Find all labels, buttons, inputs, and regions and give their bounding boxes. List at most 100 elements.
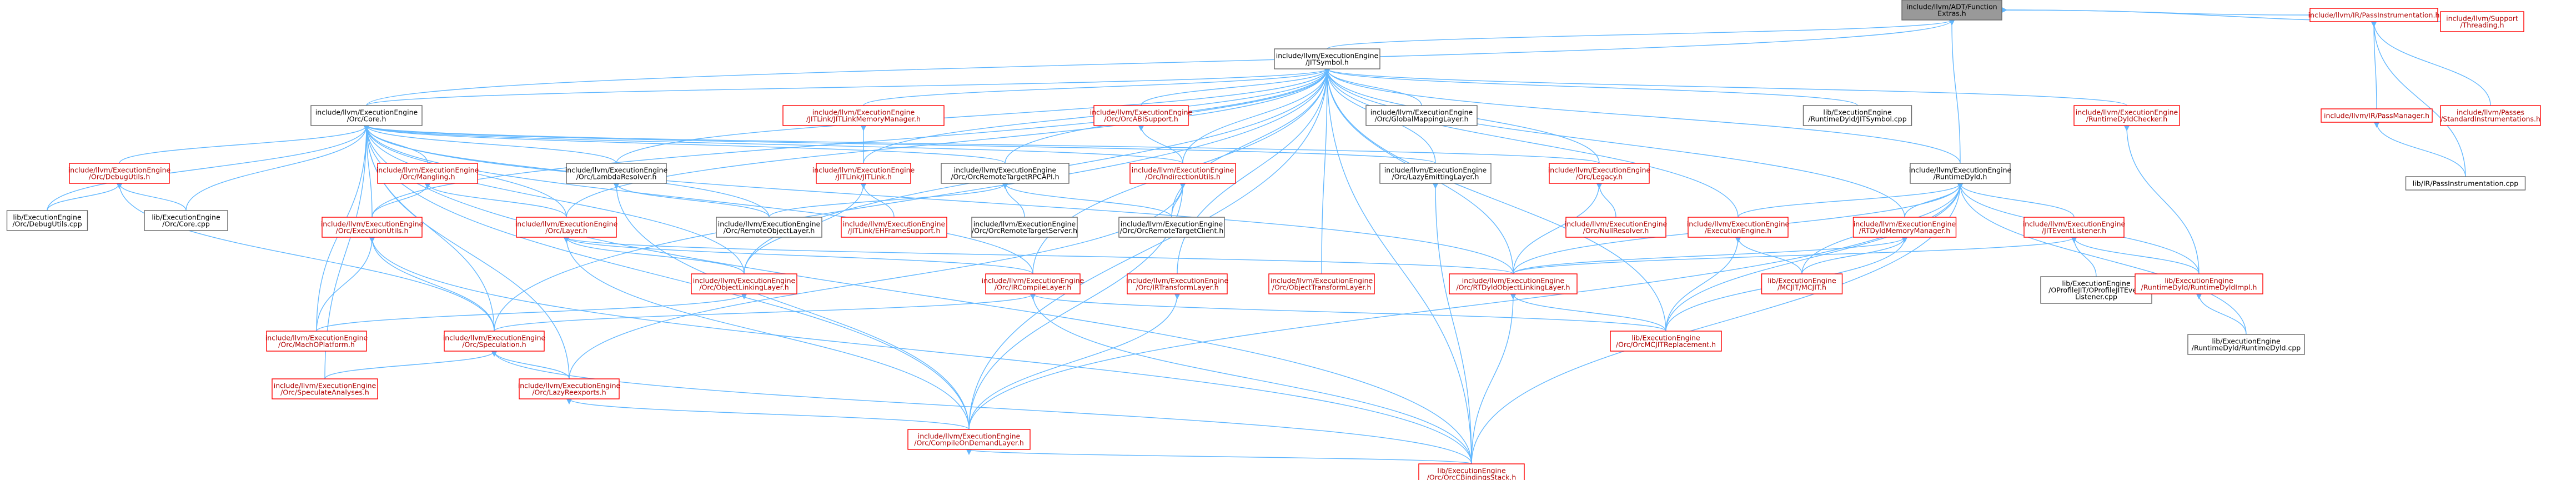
node-rts[interactable]: include/llvm/ExecutionEngine/Orc/OrcRemo… [971,217,1078,238]
node-omcjit[interactable]: lib/ExecutionEngine/Orc/OrcMCJITReplacem… [1610,331,1722,352]
edge-rtdl-to-omcjit [1510,293,1666,332]
node-irt[interactable]: include/llvm/ExecutionEngine/Orc/IRTrans… [1126,273,1229,294]
node-label-line: /Orc/IRTransformLayer.h [1136,283,1218,292]
node-thr[interactable]: include/llvm/Support/Threading.h [2440,11,2524,32]
node-olll[interactable]: include/llvm/ExecutionEngine/Orc/ObjectL… [691,273,797,294]
node-pm[interactable]: include/llvm/IR/PassManager.h [2321,108,2433,123]
node-dbg[interactable]: include/llvm/ExecutionEngine/Orc/DebugUt… [68,163,171,184]
edge-dbg-to-dbgcpp [47,182,123,211]
node-rd[interactable]: include/llvm/ExecutionEngine/RuntimeDyld… [1909,163,2012,184]
node-label-line: /Orc/DebugUtils.h [89,173,150,181]
node-jitmm[interactable]: include/llvm/ExecutionEngine/JITLink/JIT… [782,105,945,126]
node-lamb[interactable]: include/llvm/ExecutionEngine/Orc/LambdaR… [565,163,668,184]
node-layer[interactable]: include/llvm/ExecutionEngine/Orc/Layer.h [515,217,618,238]
node-box [2440,11,2524,32]
edge-abi-to-ind [1138,124,1183,164]
node-irc[interactable]: include/llvm/ExecutionEngine/Orc/IRCompi… [982,273,1084,294]
node-box [2309,8,2438,22]
node-corecpp[interactable]: lib/ExecutionEngine/Orc/Core.cpp [144,210,228,231]
node-otl[interactable]: include/llvm/ExecutionEngine/Orc/ObjectT… [1268,273,1375,294]
node-macho[interactable]: include/llvm/ExecutionEngine/Orc/MachOPl… [265,331,368,352]
edge-mang-to-layer [424,182,567,218]
node-jsymcpp[interactable]: lib/ExecutionEngine/RuntimeDyld/JITSymbo… [1802,105,1912,126]
node-box [1129,163,1236,184]
node-gml[interactable]: include/llvm/ExecutionEngine/Orc/GlobalM… [1365,105,1478,126]
edge-rdmm-to-mcjith [1801,236,1908,274]
edge-cod-to-ocb [966,448,1472,464]
node-nullr[interactable]: include/llvm/ExecutionEngine/Orc/NullRes… [1565,217,1668,238]
node-box [519,378,620,399]
edge-jit-to-omcjit [1324,68,1666,332]
node-abi[interactable]: include/llvm/ExecutionEngine/Orc/OrcABIS… [1090,105,1193,126]
node-box [272,378,378,399]
node-rtc[interactable]: include/llvm/ExecutionEngine/Orc/OrcRemo… [1118,217,1225,238]
edge-lel-to-ocb [1432,182,1472,464]
node-box [841,217,947,238]
node-label-line: /Orc/Mangling.h [400,173,455,181]
node-rol[interactable]: include/llvm/ExecutionEngine/Orc/RemoteO… [716,217,822,238]
node-label-line: include/llvm/ExecutionEngine [2076,108,2178,117]
node-exec[interactable]: include/llvm/ExecutionEngine/Orc/Executi… [321,217,424,238]
node-label-line: /Orc/IndirectionUtils.h [1145,173,1221,181]
node-rdc[interactable]: include/llvm/ExecutionEngine/RuntimeDyld… [2073,105,2180,126]
node-label-line: include/llvm/ExecutionEngine [1121,220,1223,228]
node-jit[interactable]: include/llvm/ExecutionEngine/JITSymbol.h [1274,48,1380,69]
node-jel[interactable]: include/llvm/ExecutionEngine/JITEventLis… [2023,217,2126,238]
node-label-line: /Threading.h [2460,21,2504,29]
node-ehfs[interactable]: include/llvm/ExecutionEngine/JITLink/EHF… [841,217,947,238]
node-rtrpc[interactable]: include/llvm/ExecutionEngine/Orc/OrcRemo… [941,163,1069,184]
edge-core-to-olll [363,124,745,274]
node-label-line: /JITLink/JITLinkMemoryManager.h [806,115,921,123]
node-rtdl[interactable]: include/llvm/ExecutionEngine/Orc/RTDyldO… [1449,273,1578,294]
node-label-line: /Orc/LazyEmittingLayer.h [1392,173,1479,181]
edge-core-to-rtdl [363,124,1514,274]
node-label-line: /RuntimeDyld.h [1934,173,1987,181]
node-leg[interactable]: include/llvm/ExecutionEngine/Orc/Legacy.… [1548,163,1651,184]
node-ee[interactable]: include/llvm/ExecutionEngine/ExecutionEn… [1687,217,1790,238]
node-dbgcpp[interactable]: lib/ExecutionEngine/Orc/DebugUtils.cpp [6,210,88,231]
edge-jit-to-core [366,68,1330,106]
node-core[interactable]: include/llvm/ExecutionEngine/Orc/Core.h [310,105,423,126]
node-rdmm[interactable]: include/llvm/ExecutionEngine/RTDyldMemor… [1852,217,1957,238]
node-oprof[interactable]: lib/ExecutionEngine/OProfileJIT/OProfile… [2040,276,2152,304]
node-picpp[interactable]: lib/IR/PassInstrumentation.cpp [2405,176,2526,191]
edge-rd-to-ocb [1471,182,1964,464]
node-label-line: include/llvm/ExecutionEngine [1090,108,1193,117]
node-ind[interactable]: include/llvm/ExecutionEngine/Orc/Indirec… [1129,163,1236,184]
node-mang[interactable]: include/llvm/ExecutionEngine/Orc/Manglin… [376,163,479,184]
edge-core-to-leg [363,124,1600,164]
edge-irc-to-spec [494,293,1036,332]
node-label-line: include/llvm/ExecutionEngine [718,220,821,228]
node-spi[interactable]: include/llvm/Passes/StandardInstrumentat… [2440,105,2541,126]
node-rdcpp[interactable]: lib/ExecutionEngine/RuntimeDyld/RuntimeD… [2187,334,2305,355]
node-spec[interactable]: include/llvm/ExecutionEngine/Orc/Specula… [443,331,546,352]
edge-rtdl-to-ocb [1471,293,1517,464]
node-cod[interactable]: include/llvm/ExecutionEngine/Orc/Compile… [907,429,1031,450]
edge-exec-to-ocb [369,236,1472,464]
node-box [782,105,945,126]
edge-dbg-to-corecpp [116,182,187,211]
node-label-line: include/llvm/ExecutionEngine [918,432,1021,441]
node-box [2440,105,2541,126]
node-label-line: lib/IR/PassInstrumentation.cpp [2413,179,2518,188]
node-label-line: lib/ExecutionEngine [1767,277,1836,285]
edge-core-to-exec [363,124,373,218]
node-ocb[interactable]: lib/ExecutionEngine/Orc/OrcCBindingsStac… [1418,463,1525,480]
node-pi[interactable]: include/llvm/IR/PassInstrumentation.h [2308,8,2440,22]
node-label-line: include/llvm/ExecutionEngine [1687,220,1790,228]
node-box [941,163,1069,184]
node-lel[interactable]: include/llvm/ExecutionEngine/Orc/LazyEmi… [1379,163,1492,184]
edge-rd-to-jel [1957,182,2075,218]
node-lre[interactable]: include/llvm/ExecutionEngine/Orc/LazyRee… [518,378,621,399]
edge-core-to-ocb [363,124,1472,464]
node-label-line: include/llvm/ExecutionEngine [812,166,915,174]
edge-jit-to-rtc [1171,68,1330,218]
node-rdimpl[interactable]: lib/ExecutionEngine/RuntimeDyld/RuntimeD… [2135,273,2263,294]
node-label-line: /Orc/LambdaResolver.h [576,173,657,181]
edge-jit-to-ee [1324,68,1739,218]
node-label-line: /Orc/OrcRemoteTargetRPCAPI.h [951,173,1059,181]
node-box [444,331,545,352]
node-sa[interactable]: include/llvm/ExecutionEngine/Orc/Specula… [272,378,378,399]
node-jitlink[interactable]: include/llvm/ExecutionEngine/JITLink/JIT… [812,163,915,184]
node-mcjith[interactable]: lib/ExecutionEngine/MCJIT/MCJIT.h [1761,273,1843,294]
